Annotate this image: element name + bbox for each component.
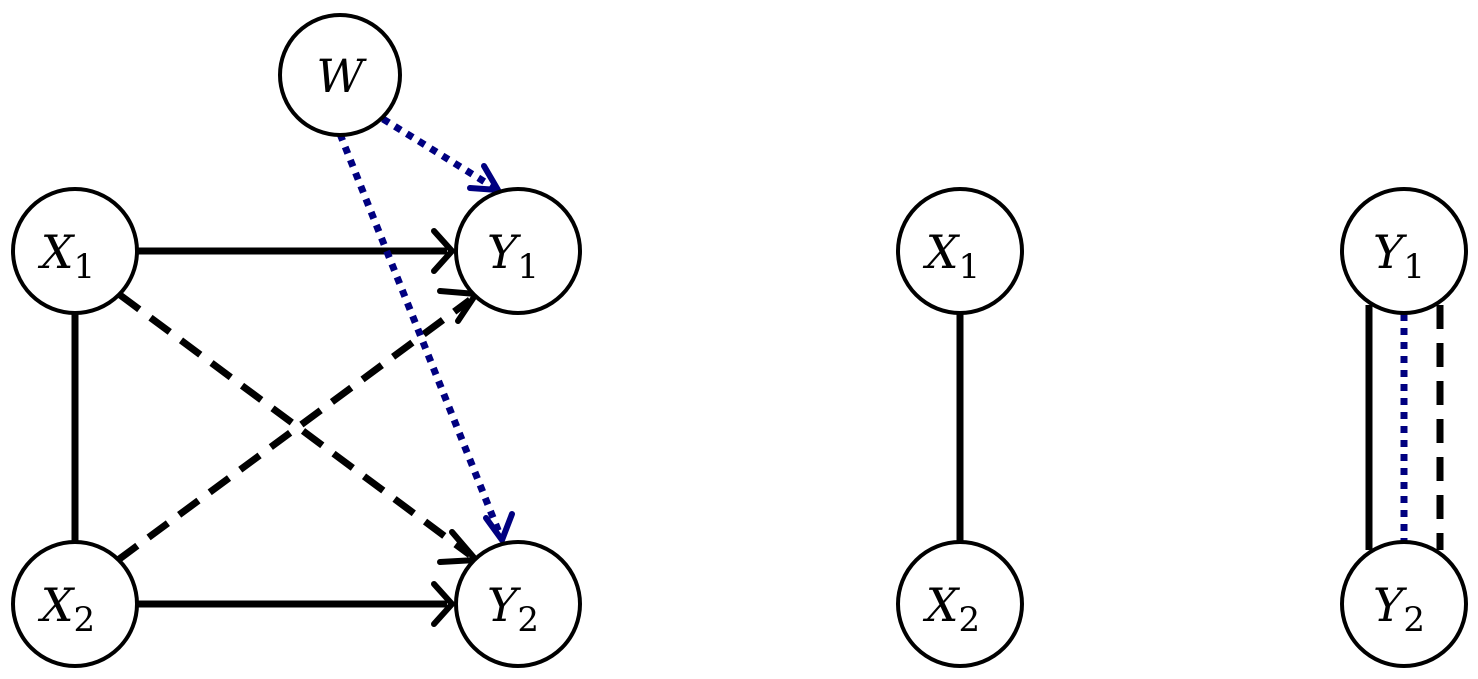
- nodes-layer: W X1 Y1 X2 Y2: [11, 13, 1468, 668]
- node-y1-subscript: 1: [517, 247, 539, 287]
- node-mid-x1-subscript: 1: [959, 247, 981, 287]
- node-w: W: [278, 13, 402, 137]
- node-right-y1: Y1: [1340, 187, 1468, 315]
- node-y1: Y1: [454, 187, 582, 315]
- svg-text:X1: X1: [923, 225, 980, 287]
- node-mid-x2: X2: [896, 540, 1024, 668]
- node-mid-x1-label: X: [923, 225, 961, 279]
- node-y1-label: Y: [487, 225, 522, 279]
- node-x1-label: X: [38, 225, 76, 279]
- node-y2: Y2: [454, 540, 582, 668]
- node-mid-x2-subscript: 2: [959, 600, 981, 640]
- svg-text:Y2: Y2: [1373, 578, 1425, 640]
- arrowhead-x2-y2: [431, 581, 455, 627]
- svg-text:X1: X1: [38, 225, 95, 287]
- node-right-y1-label: Y: [1373, 225, 1408, 279]
- node-y2-label: Y: [487, 578, 522, 632]
- node-mid-x1: X1: [896, 187, 1024, 315]
- svg-text:X2: X2: [38, 578, 95, 640]
- arrowhead-w-y2: [483, 511, 515, 543]
- svg-text:Y1: Y1: [487, 225, 539, 287]
- edges-layer: [71, 116, 1444, 627]
- edge-w-to-y1: [381, 116, 495, 190]
- node-x2-label: X: [38, 578, 76, 632]
- arrowhead-x1-y1: [431, 228, 455, 274]
- node-mid-x2-label: X: [923, 578, 961, 632]
- svg-text:W: W: [316, 49, 367, 103]
- node-right-y2-label: Y: [1373, 578, 1408, 632]
- edge-x1-to-y2: [117, 292, 473, 558]
- node-y2-subscript: 2: [517, 600, 539, 640]
- svg-text:Y2: Y2: [487, 578, 539, 640]
- arrowhead-w-y1: [467, 163, 501, 193]
- edge-w-to-y2: [336, 132, 504, 537]
- node-right-y2-subscript: 2: [1403, 600, 1425, 640]
- node-x2-subscript: 2: [74, 600, 96, 640]
- node-right-y2: Y2: [1340, 540, 1468, 668]
- node-right-y1-subscript: 1: [1403, 247, 1425, 287]
- node-x1-subscript: 1: [74, 247, 96, 287]
- node-x1: X1: [11, 187, 139, 315]
- svg-text:Y1: Y1: [1373, 225, 1425, 287]
- node-x2: X2: [11, 540, 139, 668]
- edge-x2-to-y1: [115, 297, 473, 563]
- svg-text:X2: X2: [923, 578, 980, 640]
- node-w-label: W: [316, 49, 367, 103]
